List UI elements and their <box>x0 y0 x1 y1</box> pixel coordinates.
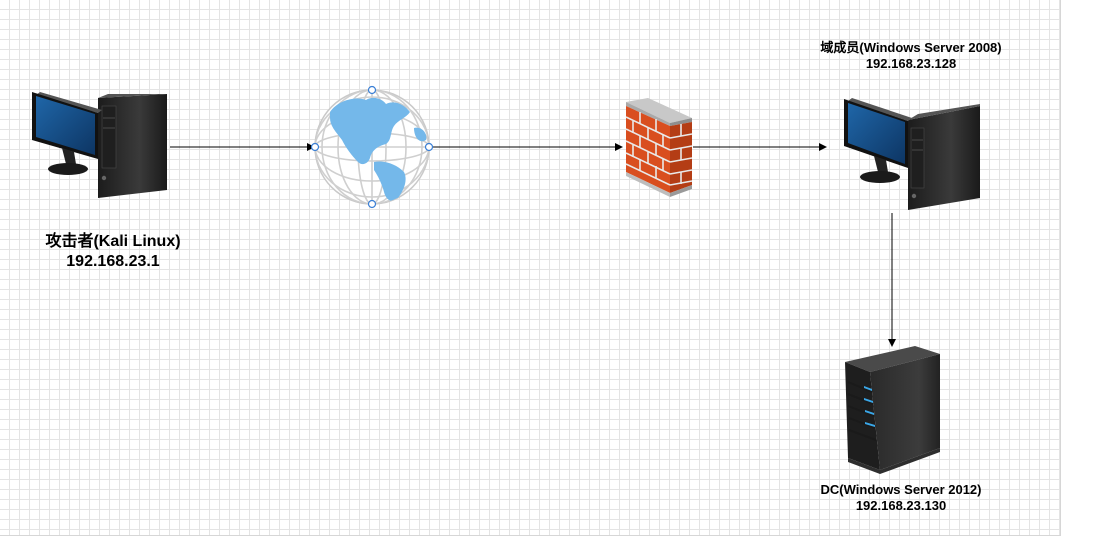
server-tower-icon <box>845 346 940 474</box>
domain-controller-server[interactable] <box>845 346 940 474</box>
attacker-ip: 192.168.23.1 <box>66 253 160 270</box>
desktop-computer-icon <box>844 98 980 210</box>
internet-globe[interactable] <box>310 85 434 209</box>
member-ip: 192.168.23.128 <box>865 56 957 72</box>
diagram-canvas <box>0 0 1061 536</box>
attacker-name: 攻击者(Kali Linux) <box>45 233 181 250</box>
network-diagram <box>32 85 980 474</box>
firewall-icon <box>625 98 693 197</box>
firewall[interactable] <box>625 98 693 197</box>
desktop-computer-icon <box>32 92 167 198</box>
dc-name: DC(Windows Server 2012) <box>820 482 982 497</box>
member-name: 域成员(Windows Server 2008) <box>820 40 1002 55</box>
attacker-computer[interactable] <box>32 92 167 198</box>
dc-ip: 192.168.23.130 <box>855 498 947 514</box>
domain-member-computer[interactable] <box>844 98 980 210</box>
member-label: 域成员(Windows Server 2008) 192.168.23.128 <box>804 40 1018 73</box>
dc-label: DC(Windows Server 2012) 192.168.23.130 <box>796 482 1006 515</box>
globe-icon <box>310 85 434 209</box>
attacker-label: 攻击者(Kali Linux) 192.168.23.1 <box>31 232 195 272</box>
